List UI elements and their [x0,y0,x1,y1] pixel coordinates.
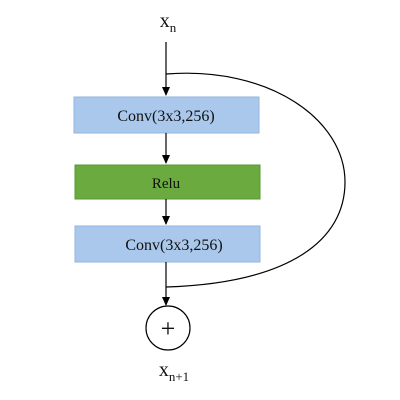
conv-block-1-label: Conv(3x3,256) [117,108,214,125]
conv-block-1 [73,96,260,134]
adder-symbol: + [161,314,176,343]
conv-block-2-label: Conv(3x3,256) [125,237,222,254]
relu-block [74,164,261,200]
skip-connection [165,72,346,288]
conv-block-2 [74,225,261,263]
input-label: xn [160,10,177,35]
adder-circle [145,305,191,351]
relu-block-label: Relu [152,176,181,192]
output-label: xn+1 [159,359,189,384]
